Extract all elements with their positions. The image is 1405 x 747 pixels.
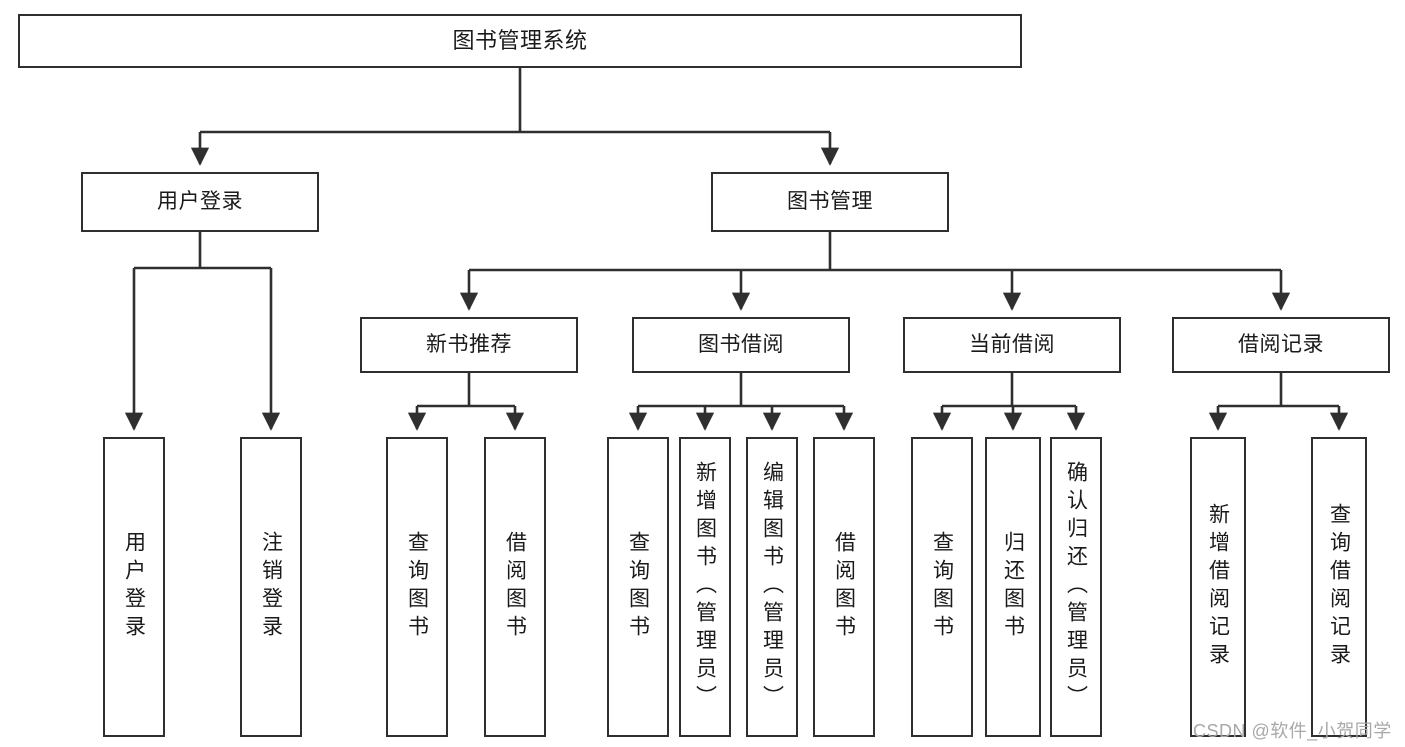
node-leaf-borrow-book-1-label: 借阅图书: [503, 531, 527, 643]
node-leaf-query-book-2[interactable]: 查询图书: [607, 437, 669, 737]
node-new-book-recommend[interactable]: 新书推荐: [360, 317, 578, 373]
node-leaf-edit-book[interactable]: 编辑图书（管理员）: [746, 437, 798, 737]
node-leaf-user-login-label: 用户登录: [122, 531, 146, 643]
node-leaf-query-book-3-label: 查询图书: [930, 531, 954, 643]
csdn-watermark: CSDN @软件_小贺同学: [1193, 721, 1392, 741]
node-leaf-edit-book-label: 编辑图书（管理员）: [760, 461, 784, 713]
node-leaf-query-book-2-label: 查询图书: [626, 531, 650, 643]
node-current-borrow-label: 当前借阅: [969, 333, 1055, 357]
node-leaf-query-book-1[interactable]: 查询图书: [386, 437, 448, 737]
node-book-management-label: 图书管理: [787, 190, 873, 214]
node-book-borrow[interactable]: 图书借阅: [632, 317, 850, 373]
node-leaf-add-book-label: 新增图书（管理员）: [693, 461, 717, 713]
node-leaf-query-book-1-label: 查询图书: [405, 531, 429, 643]
node-leaf-query-record-label: 查询借阅记录: [1327, 503, 1351, 671]
node-leaf-logout-label: 注销登录: [259, 531, 283, 643]
node-leaf-add-record-label: 新增借阅记录: [1206, 503, 1230, 671]
node-leaf-add-book[interactable]: 新增图书（管理员）: [679, 437, 731, 737]
node-leaf-borrow-book-2-label: 借阅图书: [832, 531, 856, 643]
node-user-login[interactable]: 用户登录: [81, 172, 319, 232]
node-root-label: 图书管理系统: [452, 27, 588, 53]
node-new-book-recommend-label: 新书推荐: [426, 333, 512, 357]
node-leaf-add-record[interactable]: 新增借阅记录: [1190, 437, 1246, 737]
node-borrow-record[interactable]: 借阅记录: [1172, 317, 1390, 373]
node-leaf-query-record[interactable]: 查询借阅记录: [1311, 437, 1367, 737]
node-leaf-logout[interactable]: 注销登录: [240, 437, 302, 737]
node-leaf-return-book-label: 归还图书: [1001, 531, 1025, 643]
node-book-borrow-label: 图书借阅: [698, 333, 784, 357]
node-leaf-borrow-book-2[interactable]: 借阅图书: [813, 437, 875, 737]
node-leaf-confirm-return-label: 确认归还（管理员）: [1064, 461, 1088, 713]
node-root[interactable]: 图书管理系统: [18, 14, 1022, 68]
node-leaf-user-login[interactable]: 用户登录: [103, 437, 165, 737]
node-leaf-borrow-book-1[interactable]: 借阅图书: [484, 437, 546, 737]
node-book-management[interactable]: 图书管理: [711, 172, 949, 232]
node-leaf-return-book[interactable]: 归还图书: [985, 437, 1041, 737]
node-current-borrow[interactable]: 当前借阅: [903, 317, 1121, 373]
node-leaf-query-book-3[interactable]: 查询图书: [911, 437, 973, 737]
node-leaf-confirm-return[interactable]: 确认归还（管理员）: [1050, 437, 1102, 737]
node-user-login-label: 用户登录: [157, 190, 243, 214]
node-borrow-record-label: 借阅记录: [1238, 333, 1324, 357]
